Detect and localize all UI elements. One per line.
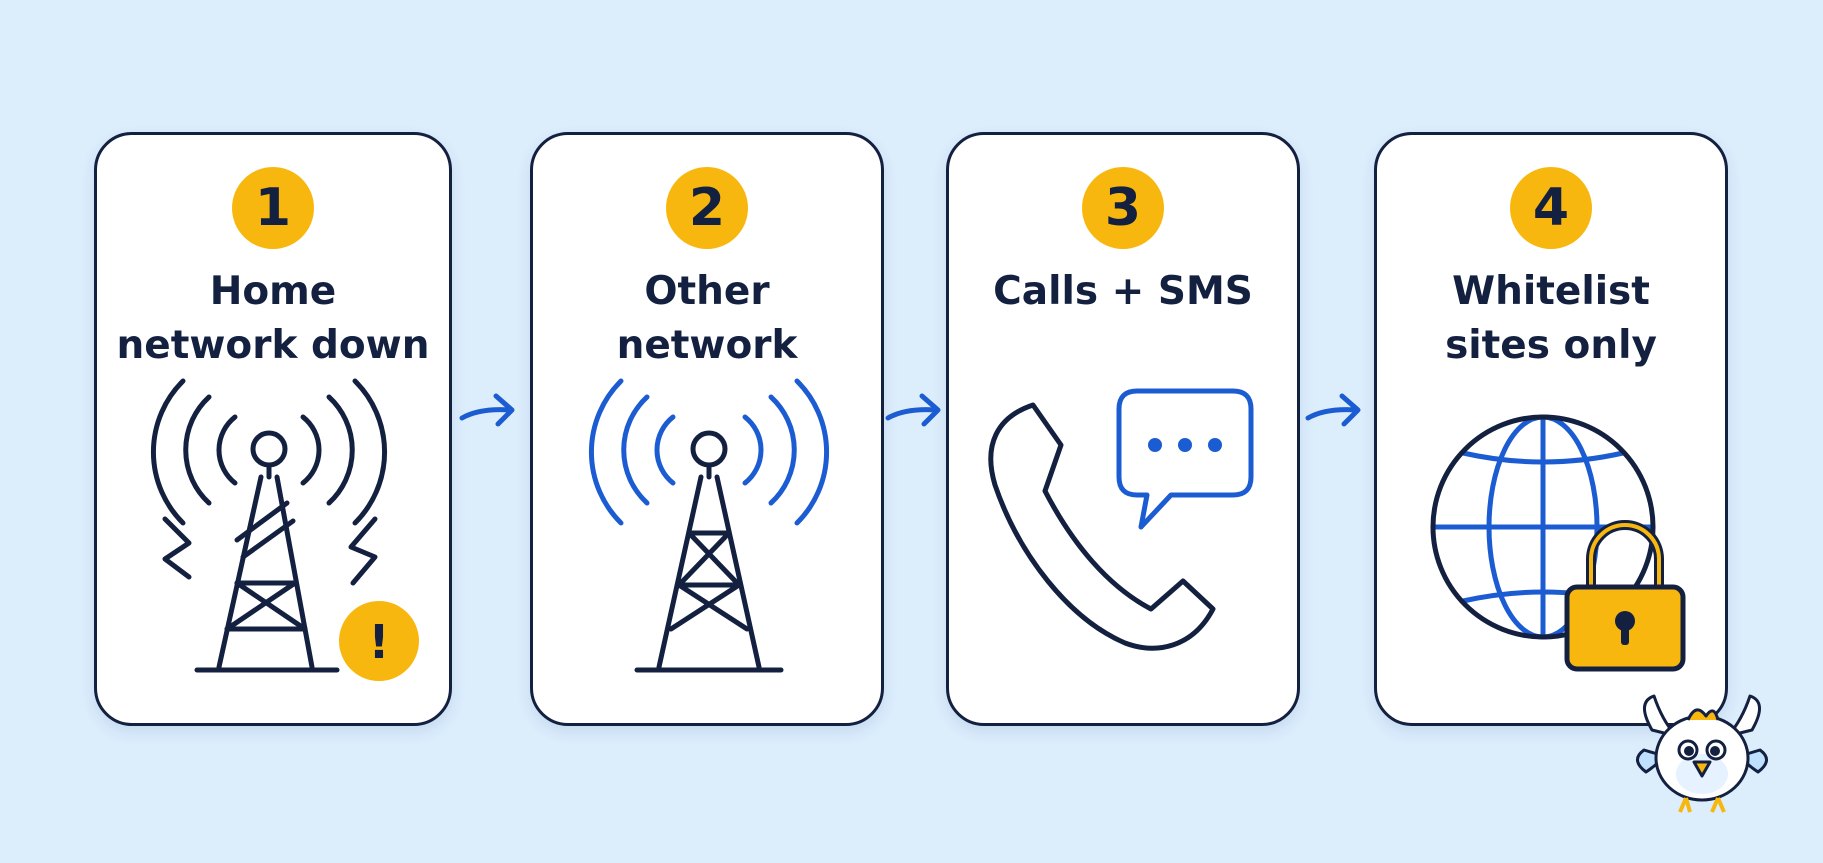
step-card-2: 2 Other network xyxy=(530,132,884,726)
step-number-badge: 3 xyxy=(1082,167,1164,249)
broken-tower-icon: ! xyxy=(151,378,419,681)
step-label: Whitelist sites only xyxy=(1445,269,1657,368)
step-label: Calls + SMS xyxy=(993,269,1253,314)
step-card-4: 4 Whitelist sites only xyxy=(1374,132,1728,726)
step-label: Other network xyxy=(616,269,798,368)
chat-bubble-icon xyxy=(1116,388,1254,530)
step-number-badge: 2 xyxy=(666,167,748,249)
phone-icon xyxy=(988,402,1216,651)
step-number-badge: 1 xyxy=(232,167,314,249)
step-label: Home network down xyxy=(116,269,430,368)
flow-arrow-icon xyxy=(885,393,941,427)
bird-mascot-icon xyxy=(1636,694,1768,813)
step-card-3: 3 Calls + SMS xyxy=(946,132,1300,726)
alert-symbol: ! xyxy=(369,615,390,669)
locked-globe-icon xyxy=(1430,414,1686,672)
flow-arrow-icon xyxy=(459,393,515,427)
step-number-badge: 4 xyxy=(1510,167,1592,249)
step-card-1: 1 Home network down xyxy=(94,132,452,726)
flow-arrow-icon xyxy=(1305,393,1361,427)
signal-tower-icon xyxy=(589,378,829,673)
padlock-icon xyxy=(1564,520,1686,672)
phone-chat-icon xyxy=(988,388,1254,651)
